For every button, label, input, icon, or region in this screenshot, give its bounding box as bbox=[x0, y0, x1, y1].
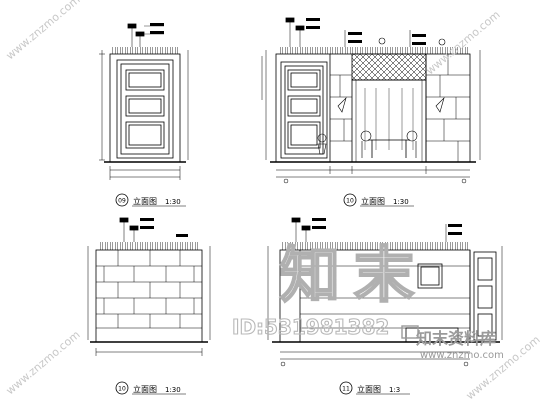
watermark-diagonal-bottom-left: www.znzmo.com bbox=[4, 328, 83, 397]
elevation-panel-10 bbox=[261, 17, 481, 184]
watermark-diagonal-top-right: www.znzmo.com bbox=[424, 8, 503, 77]
watermark-id: ID:531981382 bbox=[232, 315, 389, 339]
drawing-number-10-top: 10 bbox=[346, 198, 354, 205]
watermark-brand: 知末资料库 bbox=[416, 329, 496, 348]
drawing-number-10-bottom: 10 bbox=[118, 386, 126, 393]
drawing-scale-09: 1:30 bbox=[165, 198, 181, 206]
watermark-url: www.znzmo.com bbox=[420, 350, 504, 361]
drawing-title-11: 11 立面图 1:3 bbox=[339, 381, 410, 395]
watermark-diagonal-top-left: www.znzmo.com bbox=[4, 0, 83, 62]
drawing-scale-11: 1:3 bbox=[389, 386, 400, 394]
drawing-name-10-top: 立面图 bbox=[361, 196, 385, 206]
drawing-number-11: 11 bbox=[342, 386, 350, 393]
drawing-name-11: 立面图 bbox=[357, 384, 381, 394]
elevation-panel-09 bbox=[99, 23, 189, 180]
drawing-title-10-top: 10 立面图 1:30 bbox=[343, 193, 414, 207]
drawing-name-10-bottom: 立面图 bbox=[133, 384, 157, 394]
drawing-title-09: 09 立面图 1:30 bbox=[115, 193, 186, 207]
elevation-panel-10-bottom bbox=[87, 217, 211, 356]
drawing-scale-10-bottom: 1:30 bbox=[165, 386, 181, 394]
drawing-title-10-bottom: 10 立面图 1:30 bbox=[115, 381, 186, 395]
watermark-big-logo: 知末 bbox=[280, 241, 428, 311]
drawing-number-09: 09 bbox=[118, 198, 126, 205]
elevation-panel-11 bbox=[267, 217, 503, 367]
drawing-scale-10-top: 1:30 bbox=[393, 198, 409, 206]
watermark-brand-logo bbox=[401, 325, 419, 339]
drawing-name-09: 立面图 bbox=[133, 196, 157, 206]
